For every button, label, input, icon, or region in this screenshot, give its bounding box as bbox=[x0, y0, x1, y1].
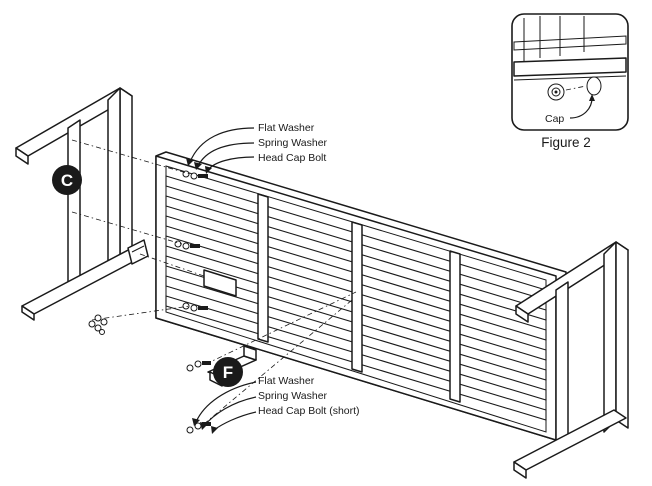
bottom-flat-washer-label: Flat Washer bbox=[258, 375, 315, 387]
figure-2-inset: Cap bbox=[511, 13, 629, 131]
top-head-cap-bolt-label: Head Cap Bolt bbox=[258, 152, 326, 164]
bottom-callouts: Flat Washer Spring Washer Head Cap Bolt … bbox=[192, 375, 360, 434]
bench-back-panel bbox=[155, 151, 567, 447]
right-leg-frame bbox=[513, 241, 629, 479]
badge-c-label: C bbox=[61, 171, 73, 190]
bracket-hardware-bottom bbox=[186, 422, 211, 434]
figure-2-title: Figure 2 bbox=[541, 135, 591, 150]
left-leg-frame bbox=[15, 87, 149, 321]
badge-c: C bbox=[52, 165, 82, 195]
badge-f-label: F bbox=[223, 363, 233, 382]
bottom-head-cap-bolt-short-label: Head Cap Bolt (short) bbox=[258, 405, 360, 417]
left-foot-hardware bbox=[88, 314, 108, 335]
bracket-hardware-top bbox=[186, 360, 211, 372]
badge-f: F bbox=[213, 357, 243, 387]
alignment-lines bbox=[71, 139, 357, 425]
figure-2-cap-label: Cap bbox=[545, 113, 564, 125]
top-callouts: Flat Washer Spring Washer Head Cap Bolt bbox=[186, 122, 328, 174]
top-flat-washer-label: Flat Washer bbox=[258, 122, 315, 134]
bottom-spring-washer-label: Spring Washer bbox=[258, 390, 328, 402]
top-spring-washer-label: Spring Washer bbox=[258, 137, 328, 149]
